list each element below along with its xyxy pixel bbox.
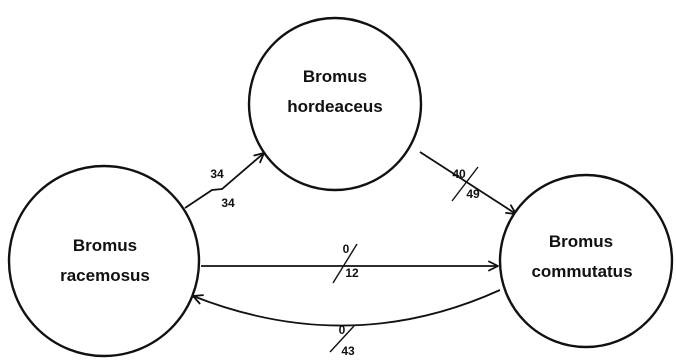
node-bromus-hordeaceus: Bromus hordeaceus	[247, 16, 423, 192]
node-bromus-commutatus-label-line1: Bromus	[549, 232, 613, 251]
node-bromus-racemosus: Bromus racemosus	[7, 164, 201, 358]
edge-commutatus-to-racemosus-arrow	[192, 289, 501, 327]
node-bromus-hordeaceus-circle	[247, 16, 423, 192]
edge-hordeaceus-to-commutatus: 40 49	[419, 151, 517, 215]
edge-hordeaceus-to-commutatus-denominator: 49	[466, 187, 480, 201]
edge-commutatus-to-racemosus-denominator: 43	[341, 344, 355, 358]
edge-racemosus-to-commutatus: 0 12	[201, 242, 499, 284]
edge-racemosus-to-hordeaceus-denominator: 34	[221, 196, 235, 210]
edge-commutatus-to-racemosus: 0 43	[192, 289, 501, 358]
edge-hordeaceus-to-commutatus-slash	[451, 166, 479, 202]
node-bromus-commutatus: Bromus commutatus	[498, 173, 674, 349]
edge-racemosus-to-hordeaceus-arrow	[184, 152, 265, 209]
edge-racemosus-to-commutatus-denominator: 12	[345, 266, 359, 280]
node-bromus-racemosus-circle	[7, 164, 201, 358]
edge-commutatus-to-racemosus-slash	[329, 325, 355, 353]
edge-racemosus-to-commutatus-slash	[332, 243, 358, 284]
node-bromus-commutatus-circle	[498, 173, 674, 349]
node-bromus-commutatus-label-line2: commutatus	[531, 262, 632, 281]
node-bromus-racemosus-label-line2: racemosus	[60, 266, 150, 285]
edge-racemosus-to-commutatus-numerator: 0	[343, 242, 350, 256]
edge-hordeaceus-to-commutatus-numerator: 40	[452, 167, 466, 181]
edge-commutatus-to-racemosus-numerator: 0	[339, 323, 346, 337]
node-bromus-hordeaceus-label-line1: Bromus	[303, 67, 367, 86]
node-bromus-racemosus-label-line1: Bromus	[73, 236, 137, 255]
node-bromus-hordeaceus-label-line2: hordeaceus	[287, 97, 382, 116]
edge-racemosus-to-hordeaceus: 34 34	[184, 152, 265, 210]
edge-racemosus-to-hordeaceus-numerator: 34	[210, 167, 224, 181]
edge-hordeaceus-to-commutatus-arrow	[419, 151, 517, 215]
